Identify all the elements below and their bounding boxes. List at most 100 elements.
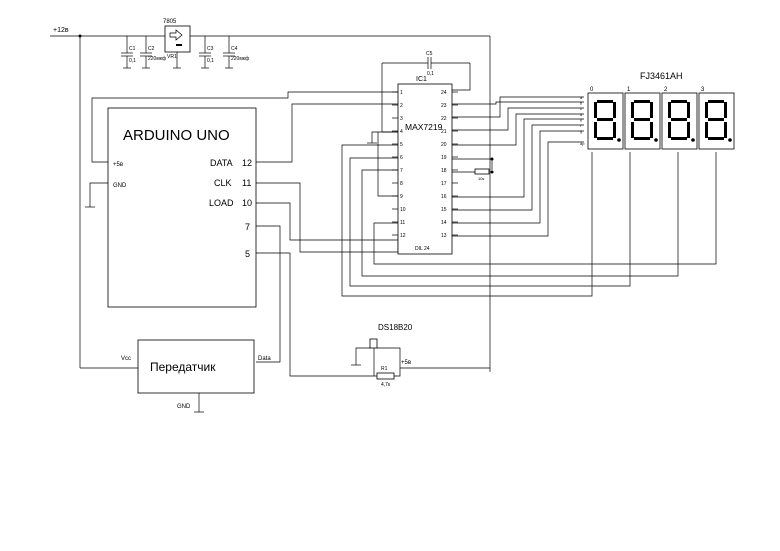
digit-segment — [668, 102, 671, 118]
r1-pullup-wire — [394, 368, 401, 377]
ic1-right-pin-number: 18 — [441, 168, 447, 174]
ds18b20-sensor: DS18B20 +5в R1 4,7к — [351, 323, 490, 388]
capacitor-c1: C1 0,1 — [121, 36, 136, 69]
digit-segment — [631, 102, 634, 118]
digit-segment — [613, 102, 616, 118]
c2-value: 220мкф — [148, 56, 166, 62]
r1-value: 4,7к — [381, 382, 391, 388]
digit-segment — [597, 100, 613, 103]
arduino-pin-10: 10 — [242, 198, 252, 208]
capacitor-c4: C4 220мкф — [223, 36, 249, 69]
ic1-left-pin-number: 6 — [400, 155, 403, 161]
sensor-gnd-wire — [355, 347, 371, 365]
sensor-body — [369, 338, 378, 349]
ic1-left-pin-number: 10 — [400, 207, 406, 213]
segment-a-wire — [452, 96, 584, 118]
digit3-wire — [373, 152, 717, 265]
ic1-left-pin-number: 5 — [400, 142, 403, 148]
ic1-right-pin-number: 17 — [441, 181, 447, 187]
arduino-5v-wire — [91, 91, 398, 163]
digit-segment — [650, 102, 653, 118]
digit-segment — [671, 118, 687, 121]
digit-segment — [634, 137, 650, 140]
ic1-left-pin-number: 2 — [400, 103, 403, 109]
segment-f-wire — [452, 124, 584, 211]
ic1-right-pin-number: 20 — [441, 142, 447, 148]
capacitor-c2: C2 220мкф — [140, 36, 166, 69]
digit-dp — [654, 138, 658, 142]
transmitter-vcc-label: Vcc — [121, 356, 131, 362]
regulator-minus-icon — [176, 44, 182, 46]
capacitor-c3: C3 0,1 — [199, 36, 214, 69]
arduino-uno: ARDUINO UNO +5в GND DATA 12 CLK 11 LOAD … — [85, 91, 399, 377]
pin19-rset-wire — [452, 158, 493, 170]
ic1-left-pin-number: 7 — [400, 168, 403, 174]
ic1-package: DIL 24 — [415, 246, 430, 252]
ic1-left-pin-number: 3 — [400, 116, 403, 122]
digit-number: 1 — [627, 87, 631, 93]
digit-segment — [634, 118, 650, 121]
arduino-body — [107, 107, 257, 308]
digit-segment — [708, 100, 724, 103]
ic1-left-pin-number: 4 — [400, 129, 403, 135]
display-digit-1: 1 — [624, 87, 661, 150]
segment-label: b — [580, 101, 583, 106]
c5-to-pin4 — [381, 63, 398, 133]
digit-dp — [691, 138, 695, 142]
pin9-gnd-wire — [377, 132, 398, 197]
sensor-vcc-wire — [377, 347, 490, 369]
digit-number: 0 — [590, 87, 594, 93]
c3-ref: C3 — [207, 46, 214, 52]
digit2-wire — [361, 152, 679, 277]
sensor-part: DS18B20 — [378, 323, 413, 332]
display-digit-3: 3 — [698, 87, 735, 150]
ic1-right-pin-number: 24 — [441, 90, 447, 96]
segment-dp-wire — [452, 141, 584, 237]
junction-dot — [490, 170, 494, 174]
digit-segment — [705, 122, 708, 138]
segment-label: dp — [580, 141, 585, 146]
ic1-left-pin-number: 1 — [400, 90, 403, 96]
clk-wire — [256, 182, 399, 253]
ic1-right-pin-number: 19 — [441, 155, 447, 161]
sensor-vcc-label: +5в — [401, 360, 411, 366]
display-digit-2: 2 — [661, 87, 698, 150]
digit-segment — [671, 100, 687, 103]
regulator-part: 7805 — [163, 19, 177, 25]
segment-g-wire — [452, 130, 584, 224]
ic1-right-pin-number: 13 — [441, 233, 447, 239]
arduino-gnd-wire — [89, 182, 108, 207]
arduino-pin-11: 11 — [242, 178, 251, 188]
segment-d-wire — [452, 113, 584, 146]
ic1-right-pin-number: 14 — [441, 220, 447, 226]
digit-segment — [708, 137, 724, 140]
supply-label: +12в — [53, 27, 69, 34]
pin5-sensor-wire — [256, 252, 378, 377]
digit0-wire — [341, 144, 593, 297]
rset-value: 10к — [478, 176, 484, 181]
digit-number: 2 — [664, 87, 668, 93]
segment-label: e — [580, 117, 583, 122]
arduino-clk-label: CLK — [214, 178, 232, 188]
digit-segment — [597, 118, 613, 121]
c3-value: 0,1 — [207, 58, 214, 64]
digit-segment — [705, 102, 708, 118]
ic1-right-pin-number: 16 — [441, 194, 447, 200]
segment-e-wire — [452, 118, 584, 198]
display-part: FJ3461AH — [640, 71, 683, 81]
digit-segment — [594, 122, 597, 138]
data-wire — [256, 103, 398, 163]
ic1-left-pin-number: 11 — [400, 220, 405, 226]
digit-segment — [634, 100, 650, 103]
segment-label: d — [580, 112, 582, 117]
segment-label: g — [580, 129, 582, 134]
digit-segment — [671, 137, 687, 140]
ic1-part: MAX7219 — [405, 122, 443, 132]
display-digits: 0 1 2 3 — [587, 87, 735, 150]
digit-segment — [668, 122, 671, 138]
max7219-body — [397, 83, 453, 255]
c1-ref: C1 — [129, 46, 136, 52]
digit-segment — [724, 102, 727, 118]
